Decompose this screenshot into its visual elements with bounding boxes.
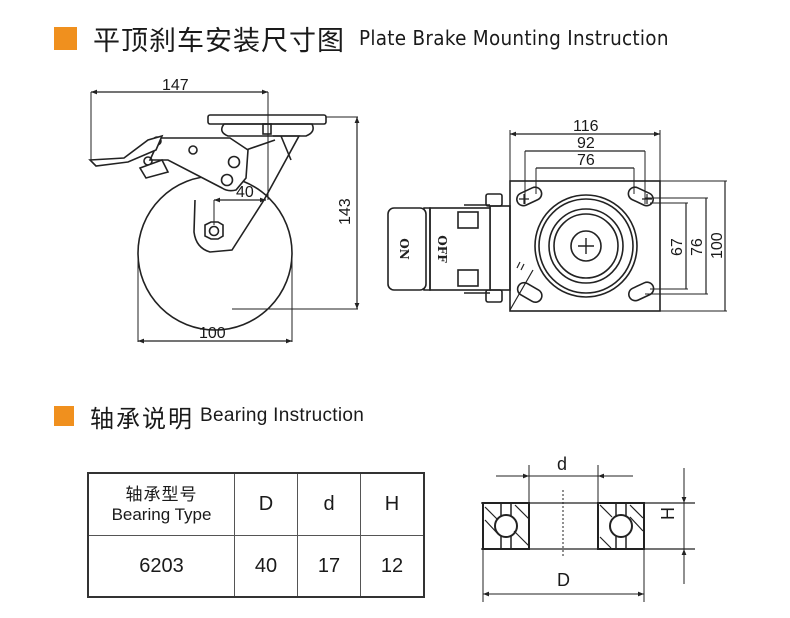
bearing-label-height: H — [658, 507, 678, 520]
section-title-cn: 平顶刹车安装尺寸图 — [93, 25, 345, 57]
brake-label-on: ON — [397, 238, 411, 259]
ball-icon — [494, 514, 518, 538]
brake-pedal-top — [387, 207, 427, 291]
swivel-bearing — [220, 123, 314, 137]
fork-leg — [193, 135, 301, 253]
header-bearing-type-cn: 轴承型号 — [125, 484, 198, 505]
brake-housing — [148, 137, 249, 192]
cell-H: 12 — [360, 535, 425, 598]
mounting-slot — [516, 186, 543, 207]
swivel-ring-outer — [534, 194, 638, 298]
mounting-slot — [628, 281, 655, 302]
section-title-en: Plate Brake Mounting Instruction — [359, 26, 669, 50]
wheel — [137, 175, 293, 331]
table-header-row: 轴承型号 Bearing Type D d H — [87, 472, 425, 536]
brake-label-off: OFF — [435, 235, 449, 263]
header-col-D: D — [234, 472, 298, 536]
axle-nut — [204, 221, 224, 240]
side-view-drawing — [88, 89, 360, 344]
center-bolt — [570, 230, 602, 262]
bearing-table: 轴承型号 Bearing Type D d H 6203 40 17 12 — [87, 472, 425, 598]
top-plate — [207, 114, 327, 125]
bearing-race-left — [482, 502, 530, 550]
orange-square-bullet-icon — [54, 26, 77, 50]
top-view-drawing — [387, 130, 727, 312]
cell-d: 17 — [297, 535, 361, 598]
header-bearing-type-en: Bearing Type — [111, 504, 212, 524]
section-title-cn: 轴承说明 — [90, 404, 194, 433]
dim-hole-spacing-inner: 76 — [577, 152, 595, 169]
section-title-en: Bearing Instruction — [200, 405, 365, 426]
mounting-slot — [627, 186, 654, 207]
dim-hole-length-inner: 67 — [669, 238, 686, 256]
header-bearing-type: 轴承型号 Bearing Type — [87, 472, 235, 536]
section-header-mounting: 平顶刹车安装尺寸图 Plate Brake Mounting Instructi… — [54, 20, 696, 57]
dim-height: 143 — [337, 198, 354, 225]
cell-D: 40 — [234, 535, 298, 598]
ball-icon — [609, 514, 633, 538]
dim-hole-spacing-outer: 92 — [577, 135, 595, 152]
header-col-d: d — [297, 472, 361, 536]
dim-overall-length: 147 — [162, 77, 189, 94]
dim-plate-width: 116 — [573, 118, 599, 135]
cell-bearing-type: 6203 — [87, 535, 235, 598]
dim-wheel-diameter: 100 — [199, 325, 226, 342]
bearing-cross-section — [481, 465, 695, 602]
bearing-race-right — [597, 502, 645, 550]
dim-hole-length-outer: 76 — [689, 238, 706, 256]
header-col-H: H — [360, 472, 425, 536]
dim-plate-length: 100 — [709, 232, 726, 259]
kingpin — [262, 123, 272, 135]
section-header-bearing: 轴承说明 Bearing Instruction — [54, 399, 364, 433]
table-row: 6203 40 17 12 — [87, 535, 425, 598]
mounting-slot — [516, 281, 543, 303]
dim-offset: 40 — [236, 184, 254, 201]
brake-pedal — [88, 134, 164, 167]
bearing-label-outer: D — [557, 570, 570, 590]
orange-square-bullet-icon — [54, 406, 74, 426]
bearing-label-inner: d — [557, 454, 567, 474]
